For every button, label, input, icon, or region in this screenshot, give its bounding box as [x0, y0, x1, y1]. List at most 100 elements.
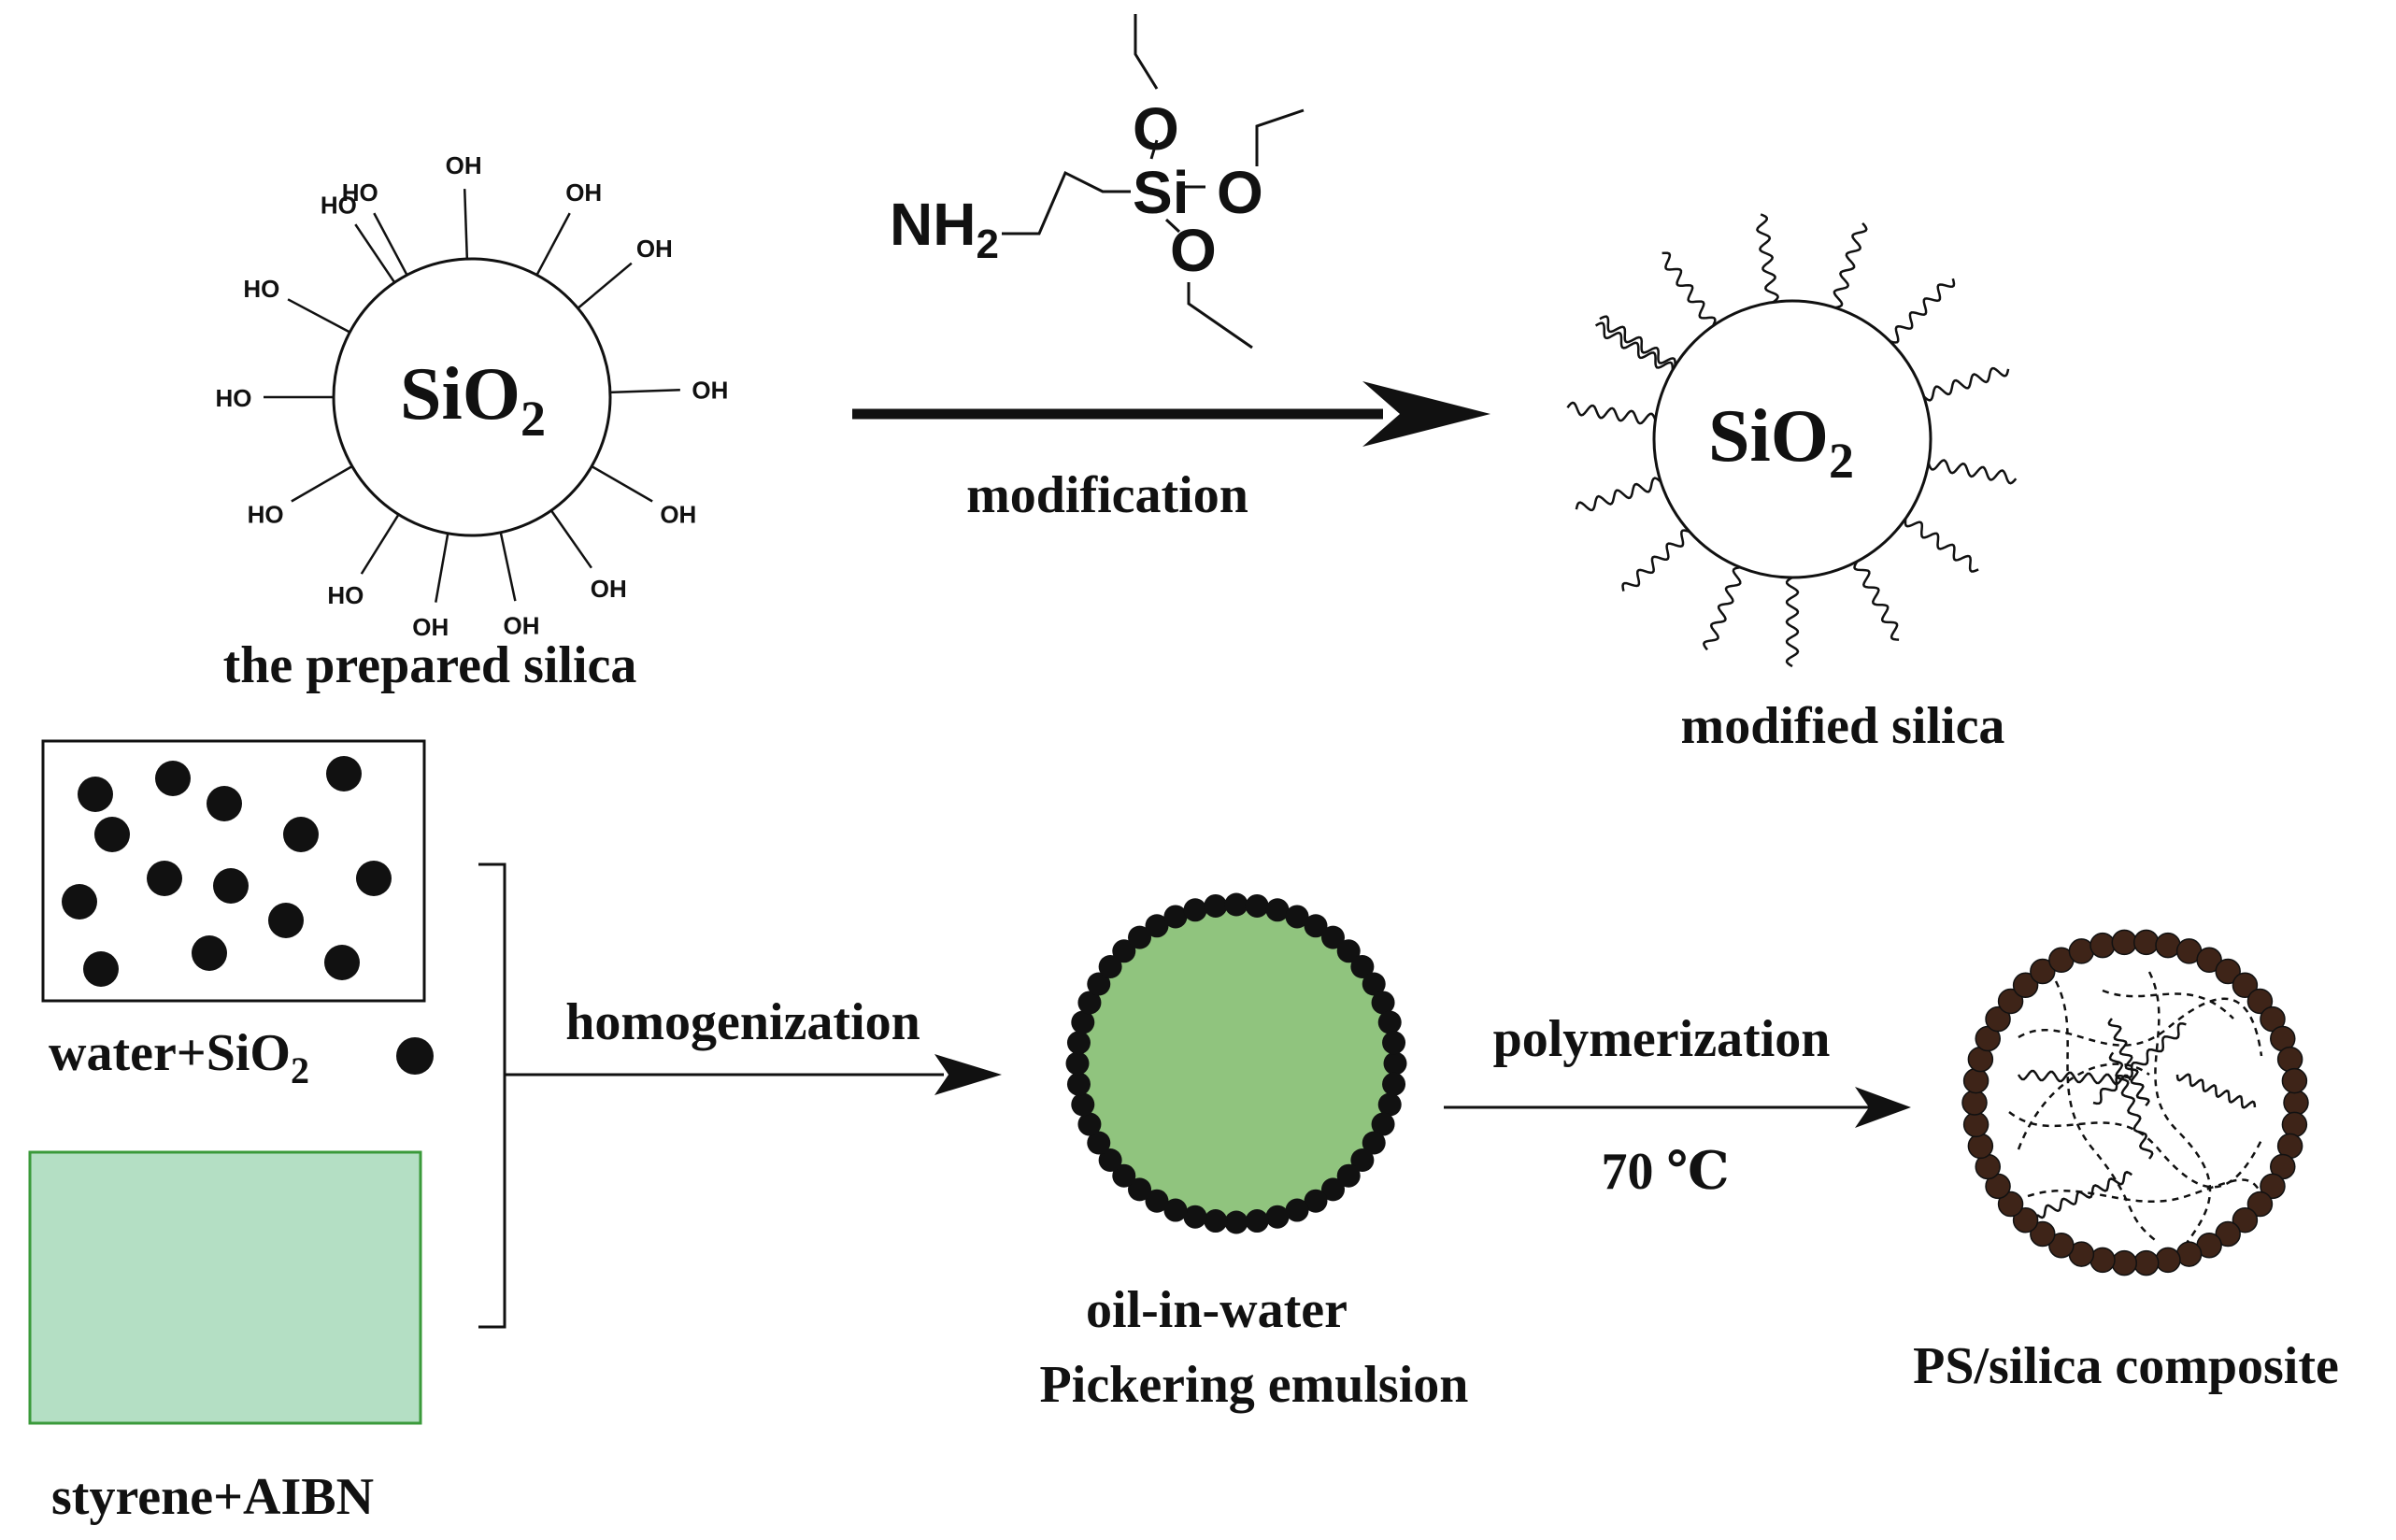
- silica-particle: [2281, 1111, 2308, 1138]
- silica-particle: [1077, 991, 1102, 1015]
- silica-particle: [1145, 914, 1169, 938]
- silica-particle: [1350, 1148, 1375, 1172]
- silica-particle: [2089, 1247, 2116, 1274]
- polystyrene-chain: [2107, 1018, 2150, 1107]
- silica-particle: [1967, 1133, 1994, 1160]
- silica-particle: [1204, 1209, 1228, 1233]
- silica-particle: [1371, 1112, 1395, 1136]
- silica-particle: [1362, 972, 1386, 996]
- silica-particle: [2089, 932, 2116, 959]
- silica-particle: [1382, 1072, 1406, 1096]
- silica-particle: [1087, 1131, 1111, 1155]
- silica-particle: [1997, 988, 2024, 1015]
- silica-particle: [268, 903, 304, 938]
- silica-particle: [2260, 1173, 2286, 1200]
- silica-particle: [1145, 1189, 1169, 1213]
- emulsion-label-line2: Pickering emulsion: [1040, 1356, 1469, 1414]
- silica-particle: [1350, 955, 1375, 979]
- silica-particle: [83, 951, 119, 987]
- silica-particle: [1077, 1112, 1102, 1136]
- polystyrene-chain: [2092, 1022, 2187, 1105]
- grafted-chain: [1927, 459, 2018, 485]
- silica-particle: [2030, 1220, 2056, 1248]
- silica-particle: [1066, 1031, 1091, 1055]
- silica-particle-legend-dot: [396, 1037, 434, 1075]
- silica-particle: [2215, 1220, 2241, 1248]
- silica-particle: [1320, 1177, 1345, 1202]
- hydroxyl-label: HO: [342, 178, 378, 207]
- combine-bracket: [478, 863, 506, 1329]
- hydroxyl-label: OH: [636, 235, 673, 263]
- silica-particle: [1098, 955, 1122, 979]
- silica-particle: [1183, 898, 1207, 922]
- silica-particle: [356, 861, 392, 896]
- silica-particle: [1962, 1111, 1990, 1138]
- silica-particle: [1066, 1072, 1091, 1096]
- grafted-chain: [1756, 213, 1779, 304]
- silica-particle: [1163, 1198, 1188, 1222]
- oxygen-atom-right: O: [1217, 159, 1263, 226]
- prepared-silica-label: the prepared silica: [223, 636, 637, 694]
- grafted-chain: [1594, 321, 1675, 370]
- silica-particle: [155, 761, 191, 796]
- silica-particle: [1112, 1163, 1136, 1188]
- silica-particle: [1383, 1051, 1407, 1076]
- silica-particle: [1112, 939, 1136, 963]
- silica-particle: [213, 868, 249, 904]
- silica-particle: [2012, 972, 2039, 999]
- silica-particle: [1224, 1210, 1248, 1234]
- grafted-chain: [1702, 565, 1742, 651]
- silica-particle: [2246, 1191, 2274, 1218]
- silica-particles-in-water: [62, 756, 392, 987]
- hydroxyl-label: OH: [565, 178, 602, 207]
- homogenization-arrow: [505, 1054, 1002, 1095]
- silica-particle: [1098, 1148, 1122, 1172]
- silica-particle: [1204, 893, 1228, 918]
- silica-particle: [1985, 1005, 2011, 1033]
- oxygen-atom-bottom: O: [1170, 217, 1217, 284]
- hydroxyl-bond: [360, 513, 400, 575]
- silica-particle: [1128, 925, 1152, 949]
- hydroxyl-label: HO: [216, 384, 252, 412]
- hydroxyl-bond: [499, 532, 517, 602]
- grafted-chain: [1575, 477, 1662, 512]
- temperature-label: 70 ℃: [1601, 1143, 1729, 1201]
- silica-particle: [2196, 947, 2222, 974]
- silica-particle: [1285, 1198, 1309, 1222]
- polystyrene-chain: [2018, 997, 2263, 1057]
- hydroxyl-bond: [609, 388, 680, 394]
- grafted-chain: [1833, 222, 1868, 309]
- silica-particle: [62, 884, 97, 920]
- silica-particle: [1304, 914, 1328, 938]
- silica-particle: [1163, 905, 1188, 929]
- hydroxyl-bond: [535, 212, 571, 276]
- silica-particle: [1071, 1092, 1095, 1117]
- emulsion-label-line1: oil-in-water: [1086, 1281, 1348, 1339]
- hydroxyl-bond: [373, 212, 408, 276]
- silica-particle: [2068, 938, 2095, 964]
- hydroxyl-bond: [354, 223, 396, 284]
- polymerization-arrow: [1444, 1087, 1911, 1128]
- ps-silica-composite-particle: [1961, 929, 2309, 1276]
- silica-particle: [1382, 1031, 1406, 1055]
- silica-particle: [1320, 925, 1345, 949]
- modified-silica-label: modified silica: [1681, 697, 2005, 755]
- amine-group: NH2: [890, 191, 999, 267]
- silica-particle: [2246, 988, 2274, 1015]
- silica-particle: [147, 861, 182, 896]
- silica-particle: [1265, 1205, 1290, 1229]
- silica-particle: [1997, 1191, 2024, 1218]
- silica-particle: [94, 817, 130, 852]
- grafted-chain: [1785, 576, 1800, 668]
- polystyrene-chain: [2036, 1170, 2133, 1219]
- silica-particle: [192, 935, 227, 971]
- modified-silica-formula: SiO2: [1708, 395, 1854, 489]
- grafted-chain: [1566, 401, 1657, 425]
- silica-particle: [1265, 898, 1290, 922]
- grafted-chain: [1621, 529, 1690, 592]
- silica-particle: [2030, 958, 2056, 985]
- prepared-silica-formula: SiO2: [400, 353, 546, 447]
- modification-arrow: [852, 381, 1490, 447]
